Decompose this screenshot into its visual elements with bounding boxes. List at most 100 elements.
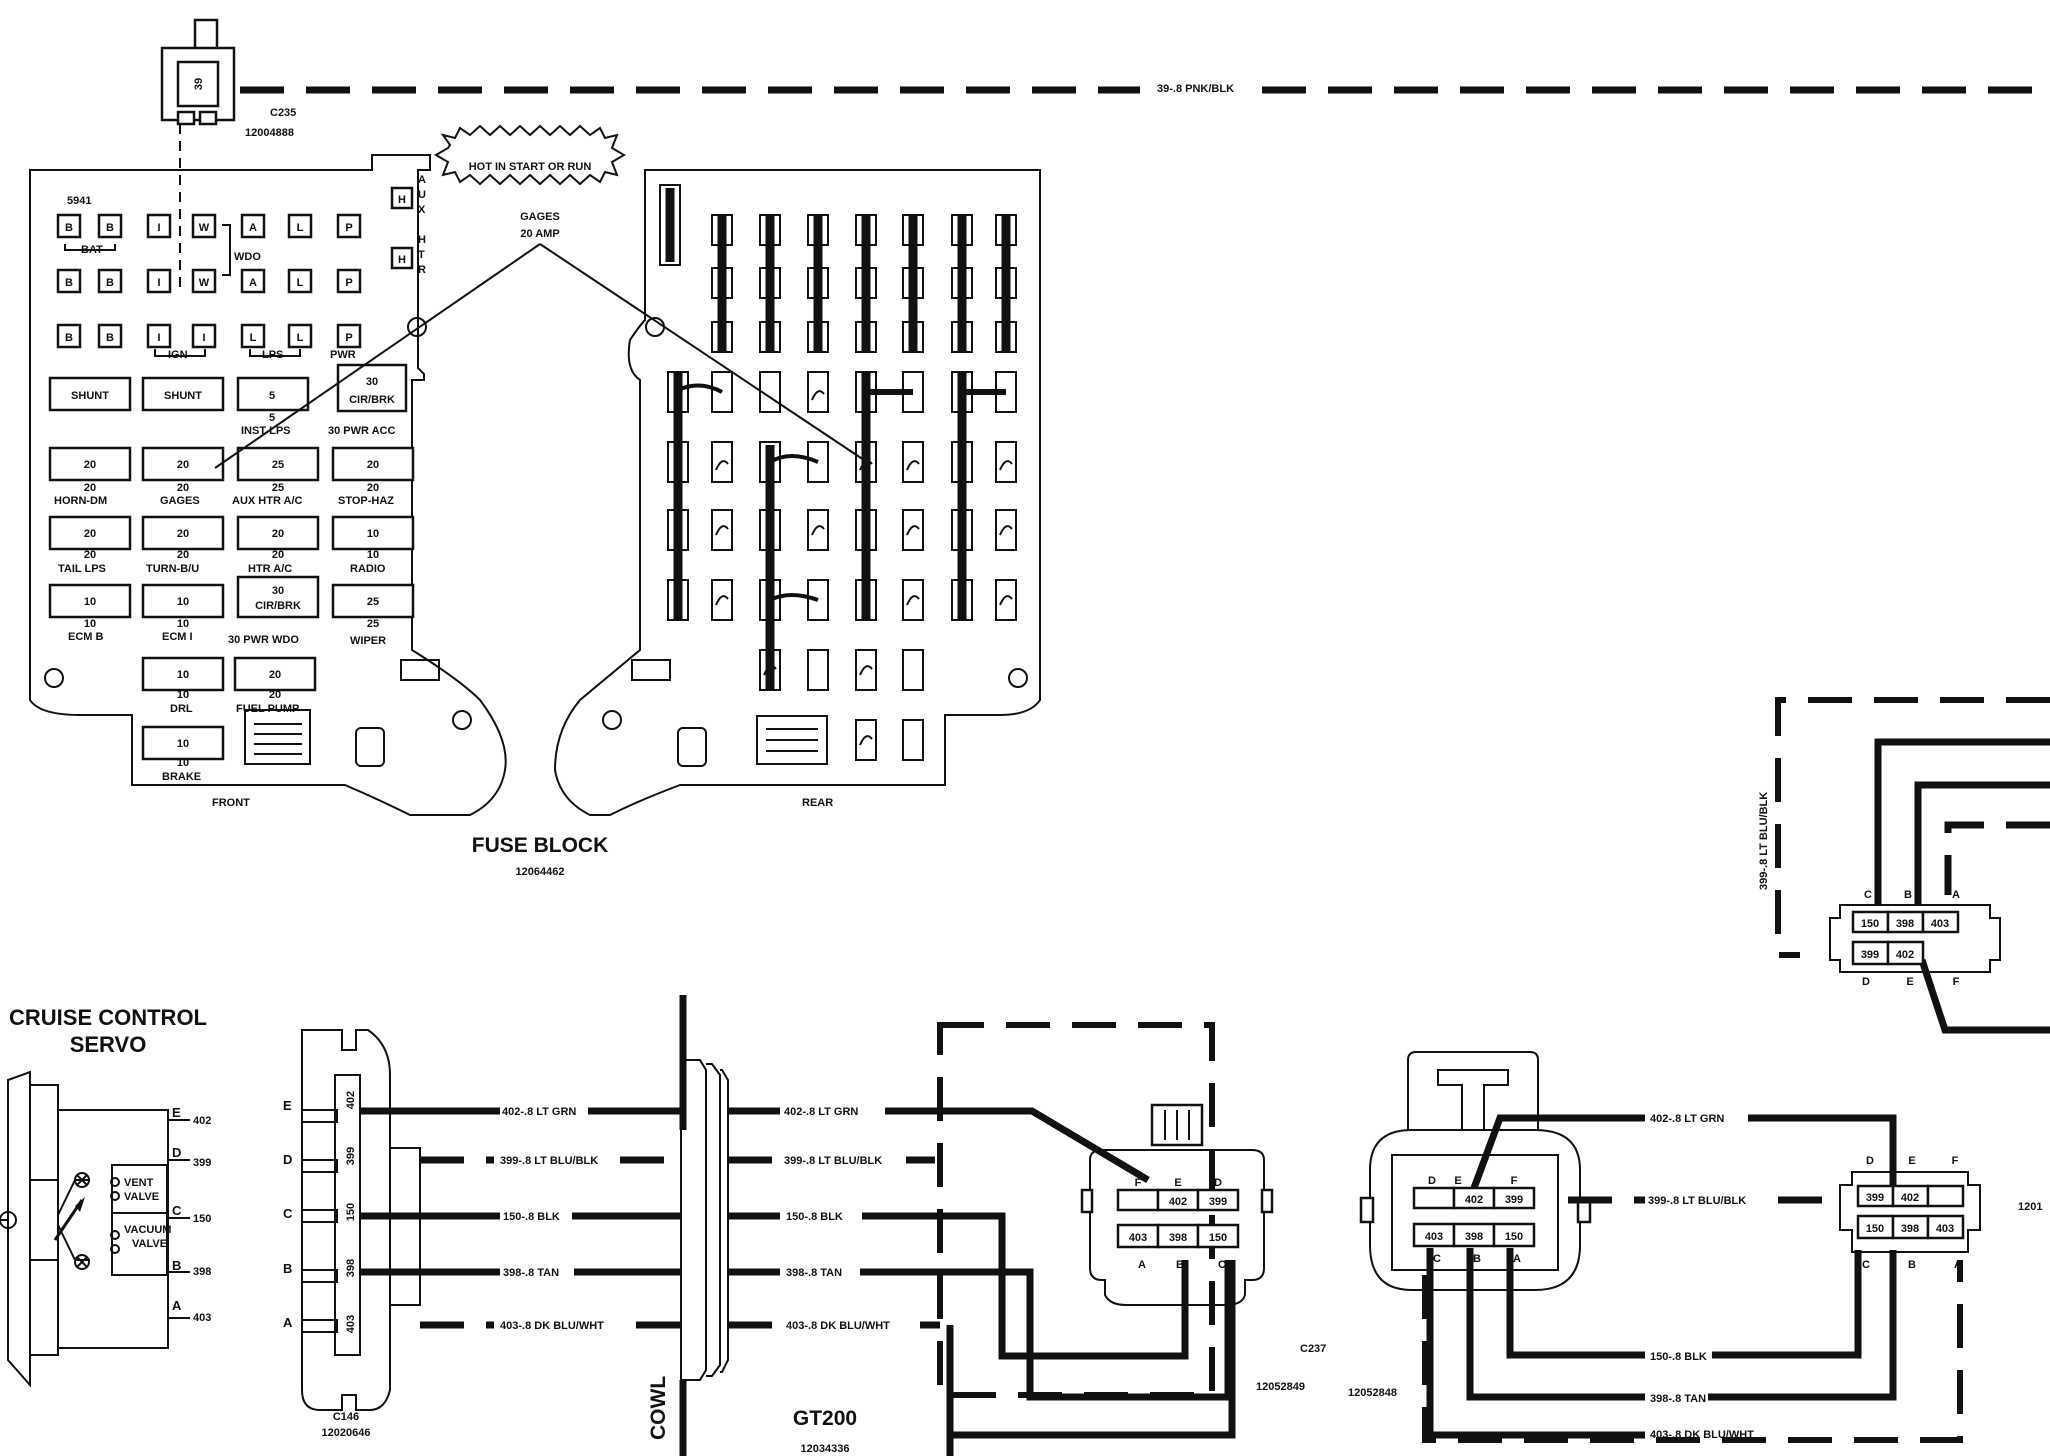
drl-val: 10 (177, 669, 189, 681)
cb1-name: CIR/BRK (349, 394, 395, 406)
htr-sub: 20 (272, 549, 284, 561)
inst-val: 5 (269, 390, 275, 402)
bat-label: BAT (81, 244, 103, 256)
fuse-turn-bu: 20 20 TURN-B/U (141, 515, 225, 575)
right-circuit-403: 403 (1936, 1223, 1954, 1235)
c237-name: C237 (1300, 1343, 1326, 1355)
wire-150-label-a: 150-.8 BLK (503, 1211, 560, 1223)
wiper-lbl: WIPER (350, 635, 386, 647)
ecmb-lbl: ECM B (68, 631, 104, 643)
c146-pin-b: B (283, 1261, 292, 1276)
brake-sub: 10 (177, 757, 189, 769)
right-pin-f: F (1952, 1155, 1959, 1167)
aux-h: H (398, 194, 406, 206)
top-pin-d: D (1862, 976, 1870, 988)
cb2-lbl: 30 PWR WDO (228, 634, 299, 646)
aux-sub: 25 (272, 482, 284, 494)
c146-part: 12020646 (322, 1427, 371, 1439)
top-pin-f: F (1953, 976, 1960, 988)
cruise-control-servo (0, 1070, 169, 1388)
right-pin-d: D (1866, 1155, 1874, 1167)
c235-connector: 39 (160, 18, 236, 126)
mid-pin-e: E (1174, 1177, 1181, 1189)
row2-t4: W (199, 277, 210, 289)
circuit-breaker-pwr-acc: 30 CIR/BRK 30 PWR ACC (328, 363, 408, 437)
left-circuit-403: 403 (1425, 1231, 1443, 1243)
left-pin-d: D (1428, 1175, 1436, 1187)
c146-circuit-402: 402 (345, 1091, 357, 1109)
wire-150-label-b: 150-.8 BLK (786, 1211, 843, 1223)
right-connector-part: 1201 (2018, 1201, 2042, 1213)
row3-t4: I (202, 332, 205, 344)
fuse-htr-ac: 20 20 HTR A/C (236, 515, 320, 575)
row3-t2: B (106, 332, 114, 344)
inst-sub: 5 (269, 412, 275, 424)
wdo-label: WDO (234, 251, 261, 263)
htr-val: 20 (272, 528, 284, 540)
row1-t6: L (297, 222, 304, 234)
c146-pin-c: C (283, 1206, 293, 1221)
mid-circuit-150: 150 (1209, 1232, 1227, 1244)
brake-val: 10 (177, 738, 189, 750)
rear-block-bus (667, 214, 1017, 761)
stop-val: 20 (367, 459, 379, 471)
wire-403-label-b: 403-.8 DK BLU/WHT (786, 1320, 890, 1332)
left-circuit-398: 398 (1465, 1231, 1483, 1243)
right-circuit-398: 398 (1901, 1223, 1919, 1235)
c146-pin-d: D (283, 1152, 292, 1167)
fuse-fuel-pump: 20 20 FUEL PUMP (233, 656, 317, 715)
aux-val: 25 (272, 459, 284, 471)
radio-lbl: RADIO (350, 563, 386, 575)
rear-label: REAR (802, 797, 833, 809)
wire-398-label-c: 398-.8 TAN (1650, 1393, 1706, 1405)
fuse-shunt-1: SHUNT (48, 376, 132, 412)
wire-398-right-a (1466, 1248, 1645, 1401)
row2-t1: B (65, 277, 73, 289)
top-right-wire-398 (1914, 781, 2050, 905)
c146-pin-a: A (283, 1315, 293, 1330)
pwr-label: PWR (330, 349, 356, 361)
right-pin-b: B (1908, 1259, 1916, 1271)
mid-pin-b: B (1176, 1259, 1184, 1271)
servo-pin-c: C (172, 1203, 182, 1218)
top-circuit-398: 398 (1896, 918, 1914, 930)
left-pin-e: E (1454, 1175, 1461, 1187)
row2-t2: B (106, 277, 114, 289)
c146-circuit-403: 403 (345, 1315, 357, 1333)
fuel-val: 20 (269, 669, 281, 681)
ecmb-val: 10 (84, 596, 96, 608)
right-pin-a: A (1954, 1259, 1962, 1271)
ign-label: IGN (168, 349, 188, 361)
row3-t7: P (345, 332, 352, 344)
wire-398-right-b (1708, 1250, 1897, 1401)
fuse-block-rear (553, 169, 1041, 816)
horn-lbl: HORN-DM (54, 495, 107, 507)
shunt1-text: SHUNT (71, 390, 109, 402)
left-circuit-150: 150 (1505, 1231, 1523, 1243)
top-pin-b: B (1904, 889, 1912, 901)
horn-sub: 20 (84, 482, 96, 494)
htr-lbl: HTR A/C (248, 563, 292, 575)
wire-402-label-b: 402-.8 LT GRN (784, 1106, 858, 1118)
ecmb-sub: 10 (84, 618, 96, 630)
row3-t3: I (157, 332, 160, 344)
row1-t3: I (157, 222, 160, 234)
wiper-sub: 25 (367, 618, 379, 630)
left-pin-f: F (1511, 1175, 1518, 1187)
wire-403-right-a (1426, 1248, 1645, 1439)
row1-t7: P (345, 222, 352, 234)
gages-lbl: GAGES (160, 495, 200, 507)
mid-pin-f: F (1135, 1177, 1142, 1189)
radio-val: 10 (367, 528, 379, 540)
top-wire-label: 39-.8 PNK/BLK (1157, 83, 1234, 95)
vacuum-valve-line1: VACUUM (124, 1224, 171, 1236)
wire-402-right-b (1748, 1114, 1897, 1185)
top-right-connector (1829, 904, 2001, 973)
row2-t5: A (249, 277, 257, 289)
row3-t1: B (65, 332, 73, 344)
fuse-stop-haz: 20 20 STOP-HAZ (331, 446, 415, 507)
right-circuit-150: 150 (1866, 1223, 1884, 1235)
gages-callout: GAGES (520, 211, 560, 223)
fuel-lbl: FUEL PUMP (236, 703, 299, 715)
